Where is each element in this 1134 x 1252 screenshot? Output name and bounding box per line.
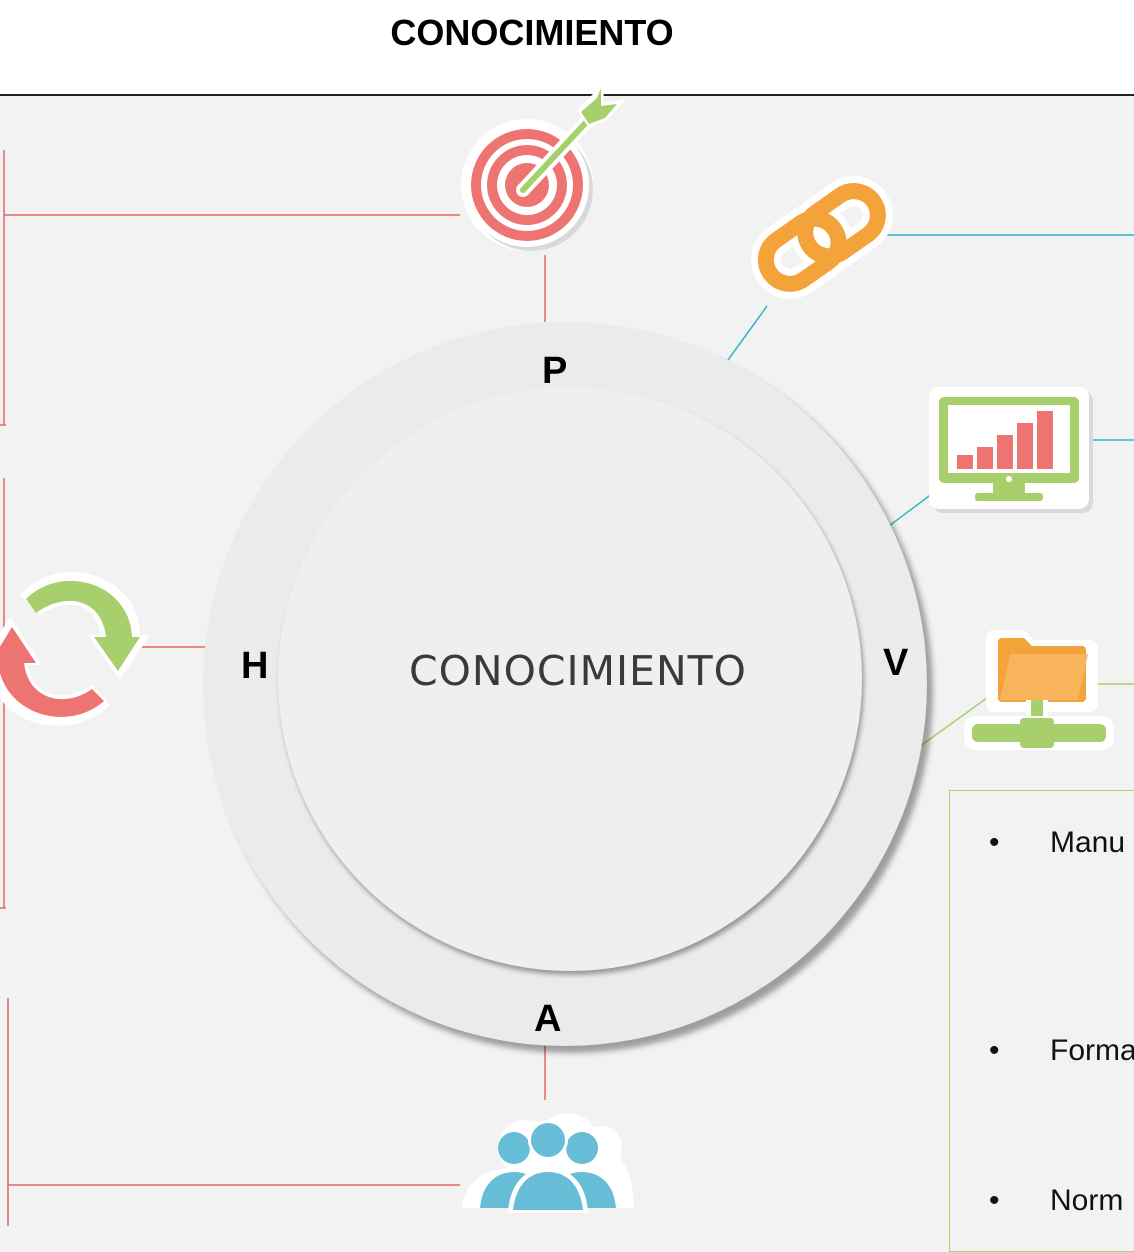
ring-letter-left: H [241,645,269,687]
page-title: CONOCIMIENTO [390,12,674,53]
bullet-dot: • [989,1184,1000,1217]
target-dart-icon [461,80,625,251]
bullet-text: Manu [1050,826,1126,859]
bullet-dot: • [989,1034,1000,1067]
monitor-bar-chart-icon [929,387,1093,513]
refresh-arrows-icon [0,571,150,726]
connector-lines [0,150,1134,1226]
bullet-text: Forma [1050,1034,1134,1067]
info-box [949,790,1134,1252]
bullet-dot: • [989,826,1000,859]
header-bar: CONOCIMIENTO [0,0,1134,96]
ring-letter-right: V [883,642,909,684]
users-group-icon [462,1113,634,1213]
chain-link-icon [750,176,893,299]
center-label: CONOCIMIENTO [409,647,747,695]
inner-circle [278,387,862,971]
ring-letter-bottom: A [534,998,562,1040]
network-folder-icon [964,630,1114,750]
bullet-text: Norm [1050,1184,1124,1217]
ring-letter-top: P [542,350,568,392]
